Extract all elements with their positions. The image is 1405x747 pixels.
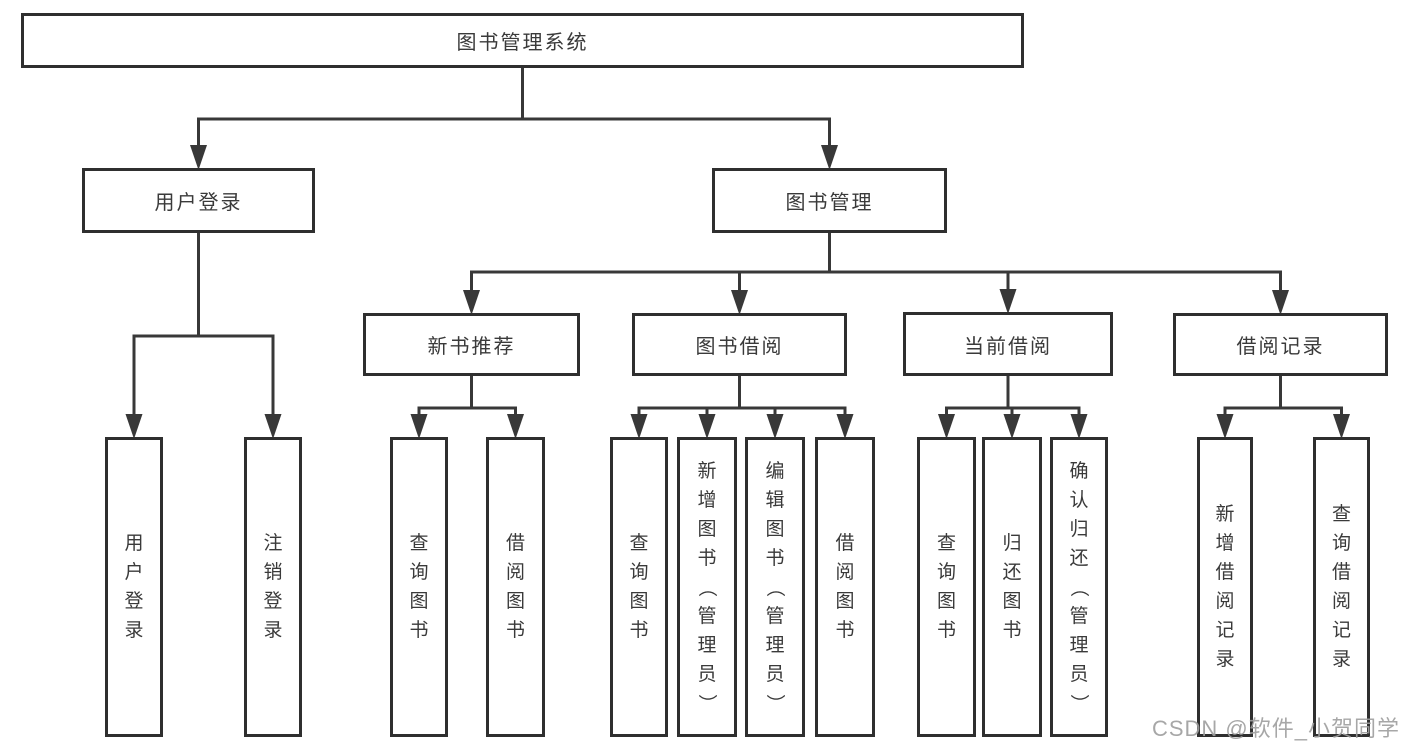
node-label-vertical: 查询图书 [409, 533, 429, 641]
node-borrow-book-1: 借阅图书 [486, 437, 545, 737]
node-label-vertical: 新增图书（管理员） [696, 460, 718, 713]
node-return-book: 归还图书 [982, 437, 1042, 737]
node-label: 新书推荐 [427, 336, 516, 358]
node-book-borrow: 图书借阅 [632, 313, 847, 376]
node-logout-leaf: 注销登录 [244, 437, 302, 737]
node-book-mgmt: 图书管理 [712, 168, 947, 233]
node-borrow-records: 借阅记录 [1173, 313, 1388, 376]
node-search-book-1: 查询图书 [390, 437, 448, 737]
node-label: 用户登录 [154, 192, 243, 214]
node-label: 图书借阅 [695, 336, 784, 358]
node-search-book-3: 查询图书 [917, 437, 976, 737]
node-label-vertical: 查询图书 [936, 533, 956, 641]
node-label: 图书管理 [785, 192, 874, 214]
node-label: 借阅记录 [1236, 336, 1325, 358]
arrowhead-icon [507, 414, 524, 439]
node-edit-book: 编辑图书（管理员） [745, 437, 805, 737]
watermark: CSDN @软件_小贺同学 [1151, 716, 1400, 741]
node-new-book-rec: 新书推荐 [363, 313, 580, 376]
arrowhead-icon [731, 290, 748, 315]
node-root: 图书管理系统 [21, 13, 1024, 68]
node-current-borrow: 当前借阅 [903, 312, 1113, 376]
node-label-vertical: 归还图书 [1002, 533, 1022, 641]
arrowhead-icon [938, 414, 955, 439]
arrowhead-icon [766, 414, 784, 439]
arrowhead-icon [999, 289, 1017, 314]
node-label: 图书管理系统 [456, 32, 589, 54]
node-label-vertical: 注销登录 [263, 533, 283, 641]
arrowhead-icon [264, 414, 282, 439]
node-search-book-2: 查询图书 [610, 437, 668, 737]
node-add-book: 新增图书（管理员） [677, 437, 737, 737]
node-label: 当前借阅 [964, 335, 1052, 358]
arrowhead-icon [821, 145, 838, 170]
arrowhead-icon [1333, 414, 1350, 439]
node-borrow-book-2: 借阅图书 [815, 437, 875, 737]
arrowhead-icon [410, 414, 428, 439]
node-user-login-leaf: 用户登录 [105, 437, 163, 737]
arrowhead-icon [698, 414, 716, 439]
arrowhead-icon [1272, 290, 1289, 315]
arrowhead-icon [463, 290, 480, 315]
node-label-vertical: 编辑图书（管理员） [764, 460, 786, 713]
node-search-borrow-record: 查询借阅记录 [1313, 437, 1370, 737]
node-label-vertical: 借阅图书 [835, 533, 855, 641]
node-user-login: 用户登录 [82, 168, 315, 233]
arrowhead-icon [1070, 414, 1088, 439]
arrowhead-icon [1003, 414, 1021, 439]
node-label-vertical: 用户登录 [124, 533, 144, 641]
node-label-vertical: 新增借阅记录 [1215, 504, 1235, 670]
node-confirm-return: 确认归还（管理员） [1050, 437, 1108, 737]
arrowhead-icon [836, 414, 854, 439]
arrowhead-icon [190, 145, 207, 170]
node-label-vertical: 确认归还（管理员） [1068, 460, 1090, 713]
node-label-vertical: 借阅图书 [505, 533, 525, 641]
arrowhead-icon [630, 414, 648, 439]
node-add-borrow-record: 新增借阅记录 [1197, 437, 1253, 737]
node-label-vertical: 查询借阅记录 [1331, 504, 1351, 670]
arrowhead-icon [1216, 414, 1234, 439]
arrowhead-icon [125, 414, 143, 439]
node-label-vertical: 查询图书 [629, 533, 649, 641]
